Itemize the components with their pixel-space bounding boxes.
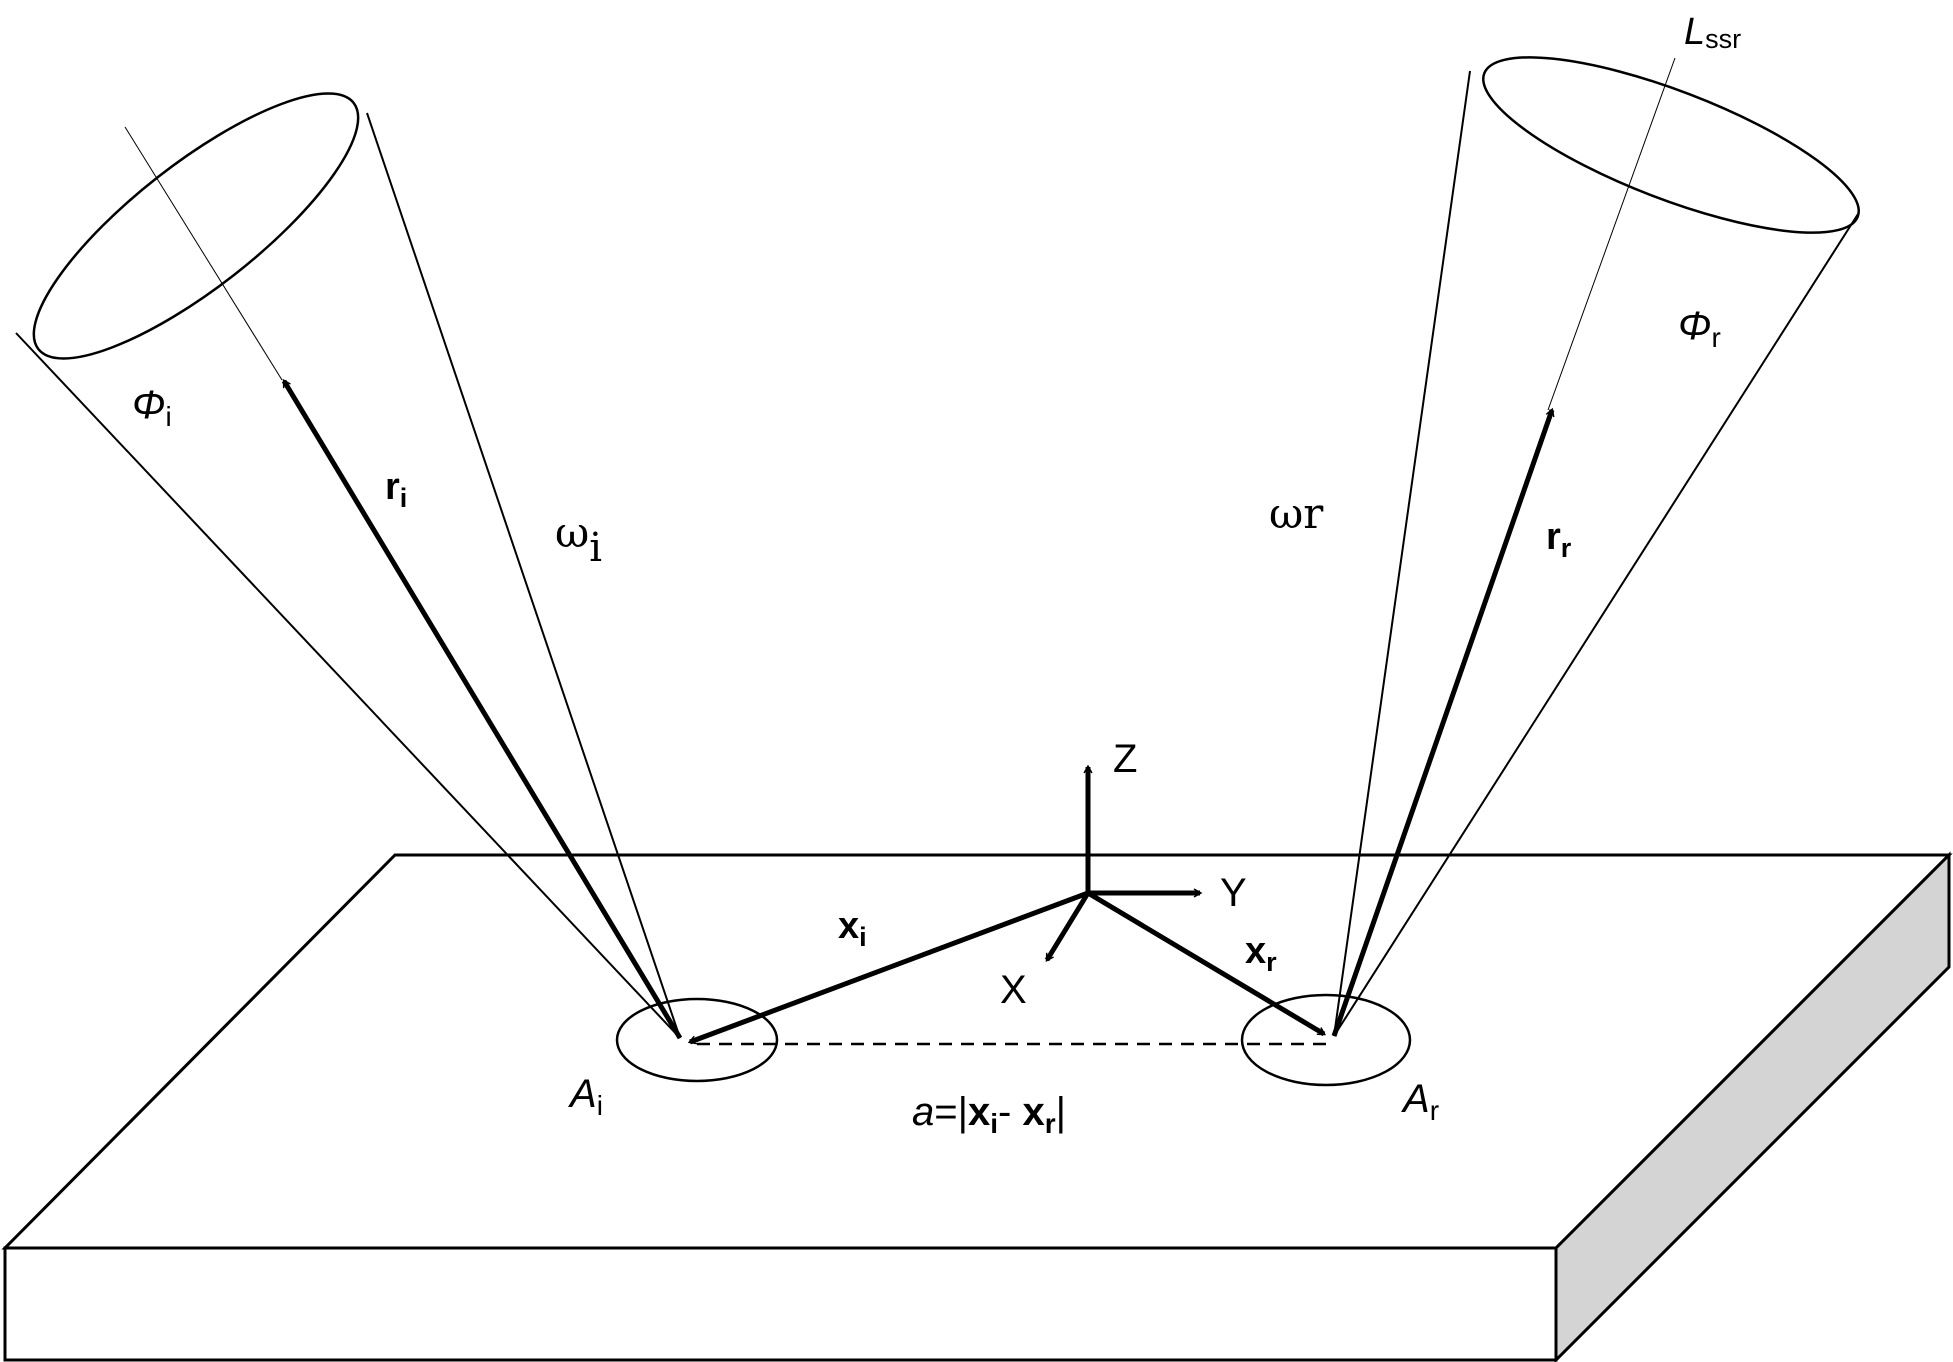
- r-i-label: ri: [385, 466, 407, 513]
- x-i-label: xi: [838, 905, 867, 952]
- x-axis-arrow: [1044, 891, 1091, 963]
- omega-i-label: ωi: [555, 508, 602, 571]
- x-i-vector: [687, 890, 1089, 1045]
- l-ssr-label: Lssr: [1684, 11, 1741, 54]
- z-axis-label: Z: [1113, 737, 1137, 781]
- reflected-area-ellipse: [1240, 993, 1412, 1087]
- reflected-cone: [1333, 56, 1860, 1037]
- slab-side-face: [1554, 851, 1951, 1362]
- x-r-vector: [1086, 890, 1327, 1037]
- x-r-label: xr: [1245, 930, 1277, 977]
- incident-cone-edge-right: [366, 112, 681, 1039]
- omega-r-label: ωr: [1269, 489, 1324, 538]
- r-i-vector: [281, 378, 683, 1040]
- y-axis-label: Y: [1220, 871, 1247, 915]
- reflected-cone-edge-left: [1333, 70, 1471, 1037]
- incident-area-ellipse: [615, 997, 779, 1083]
- r-r-vector: [1331, 407, 1555, 1037]
- x-axis-label: X: [1000, 968, 1027, 1012]
- slab: [1, 851, 1953, 1362]
- reflected-cone-opening: [1482, 56, 1860, 234]
- reflected-axis-line: [1547, 57, 1676, 411]
- incident-axis-line: [124, 126, 283, 381]
- incident-cone: [15, 92, 681, 1039]
- coordinate-axes: [1044, 764, 1203, 963]
- slab-front-face: [3, 1246, 1558, 1362]
- r-r-label: rr: [1546, 516, 1572, 563]
- incident-cone-edge-left: [15, 332, 681, 1039]
- a-i-label: Ai: [568, 1072, 603, 1121]
- incident-cone-opening: [32, 92, 360, 360]
- distance-formula: a=|xi- xr|: [912, 1090, 1066, 1139]
- phi-r-label: Φr: [1678, 304, 1721, 353]
- reflected-cone-edge-right: [1333, 213, 1859, 1037]
- phi-i-label: Φi: [132, 383, 172, 432]
- a-r-label: Ar: [1401, 1077, 1439, 1126]
